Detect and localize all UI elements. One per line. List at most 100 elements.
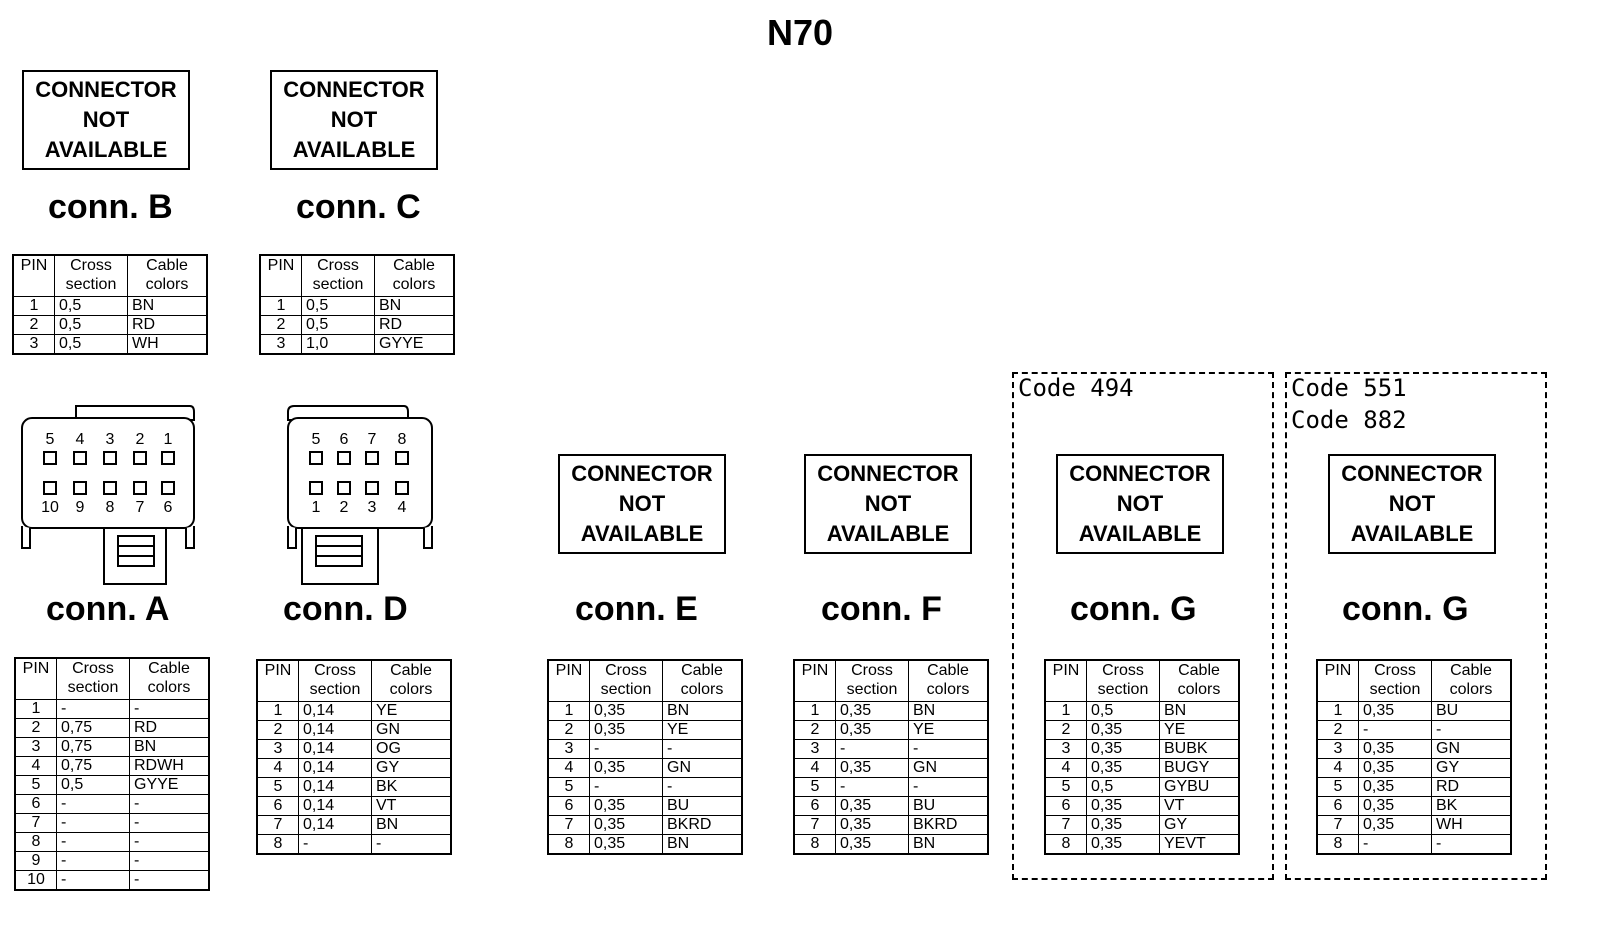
- pin-number-cell: 3: [1316, 739, 1359, 759]
- cable-color-cell: WH: [127, 334, 208, 355]
- table-row: 2--: [1316, 720, 1512, 740]
- table-row: 3--: [547, 739, 743, 759]
- cross-section-cell: 0,35: [1358, 758, 1432, 778]
- pin-number-cell: 4: [547, 758, 590, 778]
- pin-a-label: 9: [76, 499, 85, 516]
- pin-number-cell: 2: [14, 718, 57, 738]
- pin-number-cell: 5: [1316, 777, 1359, 797]
- conn-e-label: conn. E: [575, 590, 698, 628]
- pin-number-cell: 6: [256, 796, 299, 816]
- cross-section-cell: 1,0: [301, 334, 375, 355]
- pin-number-cell: 5: [1044, 777, 1087, 797]
- header-pin: PIN: [256, 659, 299, 702]
- table-row: 8--: [256, 834, 452, 855]
- cable-color-cell: BU: [908, 796, 989, 816]
- cross-section-cell: 0,14: [298, 739, 372, 759]
- table-row: 8--: [1316, 834, 1512, 855]
- code-frame-494: [1012, 372, 1274, 880]
- cross-section-cell: 0,5: [301, 315, 375, 335]
- pin-number-cell: 7: [547, 815, 590, 835]
- conn-f-label: conn. F: [821, 590, 942, 628]
- cable-color-cell: RD: [129, 718, 210, 738]
- cable-color-cell: BN: [1159, 701, 1240, 721]
- cable-color-cell: BN: [127, 296, 208, 316]
- pin-number-cell: 10: [14, 870, 57, 891]
- pin-d-label: 7: [368, 431, 377, 448]
- pin-number-cell: 7: [1316, 815, 1359, 835]
- cable-color-cell: GN: [371, 720, 452, 740]
- connector-a-drawing: 5 4 3 2 1 10 9 8 7 6: [21, 405, 195, 585]
- table-row: 6--: [14, 794, 210, 814]
- cross-section-cell: 0,14: [298, 796, 372, 816]
- cross-section-cell: 0,35: [589, 834, 663, 855]
- pin-number-cell: 7: [14, 813, 57, 833]
- cross-section-cell: 0,5: [54, 315, 128, 335]
- cable-color-cell: BKRD: [908, 815, 989, 835]
- code-frame-551-882: [1285, 372, 1547, 880]
- cross-section-cell: -: [835, 739, 909, 759]
- cable-color-cell: BKRD: [662, 815, 743, 835]
- pin-number-cell: 4: [1044, 758, 1087, 778]
- cable-color-cell: GYYE: [129, 775, 210, 795]
- code-label-882: Code 882: [1291, 406, 1407, 434]
- cross-section-cell: 0,35: [1086, 834, 1160, 855]
- cable-color-cell: -: [129, 832, 210, 852]
- table-row: 5--: [547, 777, 743, 797]
- pin-number-cell: 1: [547, 701, 590, 721]
- pin-a-label: 8: [106, 499, 115, 516]
- table-row: 1--: [14, 699, 210, 719]
- pin-d-label: 4: [398, 499, 407, 516]
- cable-color-cell: BN: [374, 296, 455, 316]
- pin-d-label: 2: [340, 499, 349, 516]
- pin-number-cell: 3: [12, 334, 55, 355]
- pin-number-cell: 7: [793, 815, 836, 835]
- pin-number-cell: 7: [1044, 815, 1087, 835]
- pin-number-cell: 1: [259, 296, 302, 316]
- pin-number-cell: 2: [1044, 720, 1087, 740]
- cable-color-cell: -: [908, 739, 989, 759]
- pin-number-cell: 1: [793, 701, 836, 721]
- cable-color-cell: BN: [662, 834, 743, 855]
- cable-color-cell: GYBU: [1159, 777, 1240, 797]
- cable-color-cell: -: [371, 834, 452, 855]
- header-pin: PIN: [793, 659, 836, 702]
- pin-number-cell: 5: [256, 777, 299, 797]
- pin-number-cell: 8: [793, 834, 836, 855]
- pin-number-cell: 2: [547, 720, 590, 740]
- pin-number-cell: 3: [14, 737, 57, 757]
- cross-section-cell: 0,75: [56, 718, 130, 738]
- cable-color-cell: BUGY: [1159, 758, 1240, 778]
- cross-section-cell: -: [298, 834, 372, 855]
- pin-number-cell: 6: [14, 794, 57, 814]
- cross-section-cell: -: [835, 777, 909, 797]
- cable-color-cell: YE: [908, 720, 989, 740]
- cable-color-cell: GY: [1159, 815, 1240, 835]
- pin-a-label: 6: [164, 499, 173, 516]
- pin-a-label: 1: [164, 431, 173, 448]
- pin-a-label: 4: [76, 431, 85, 448]
- cross-section-cell: -: [589, 777, 663, 797]
- header-pin: PIN: [14, 657, 57, 700]
